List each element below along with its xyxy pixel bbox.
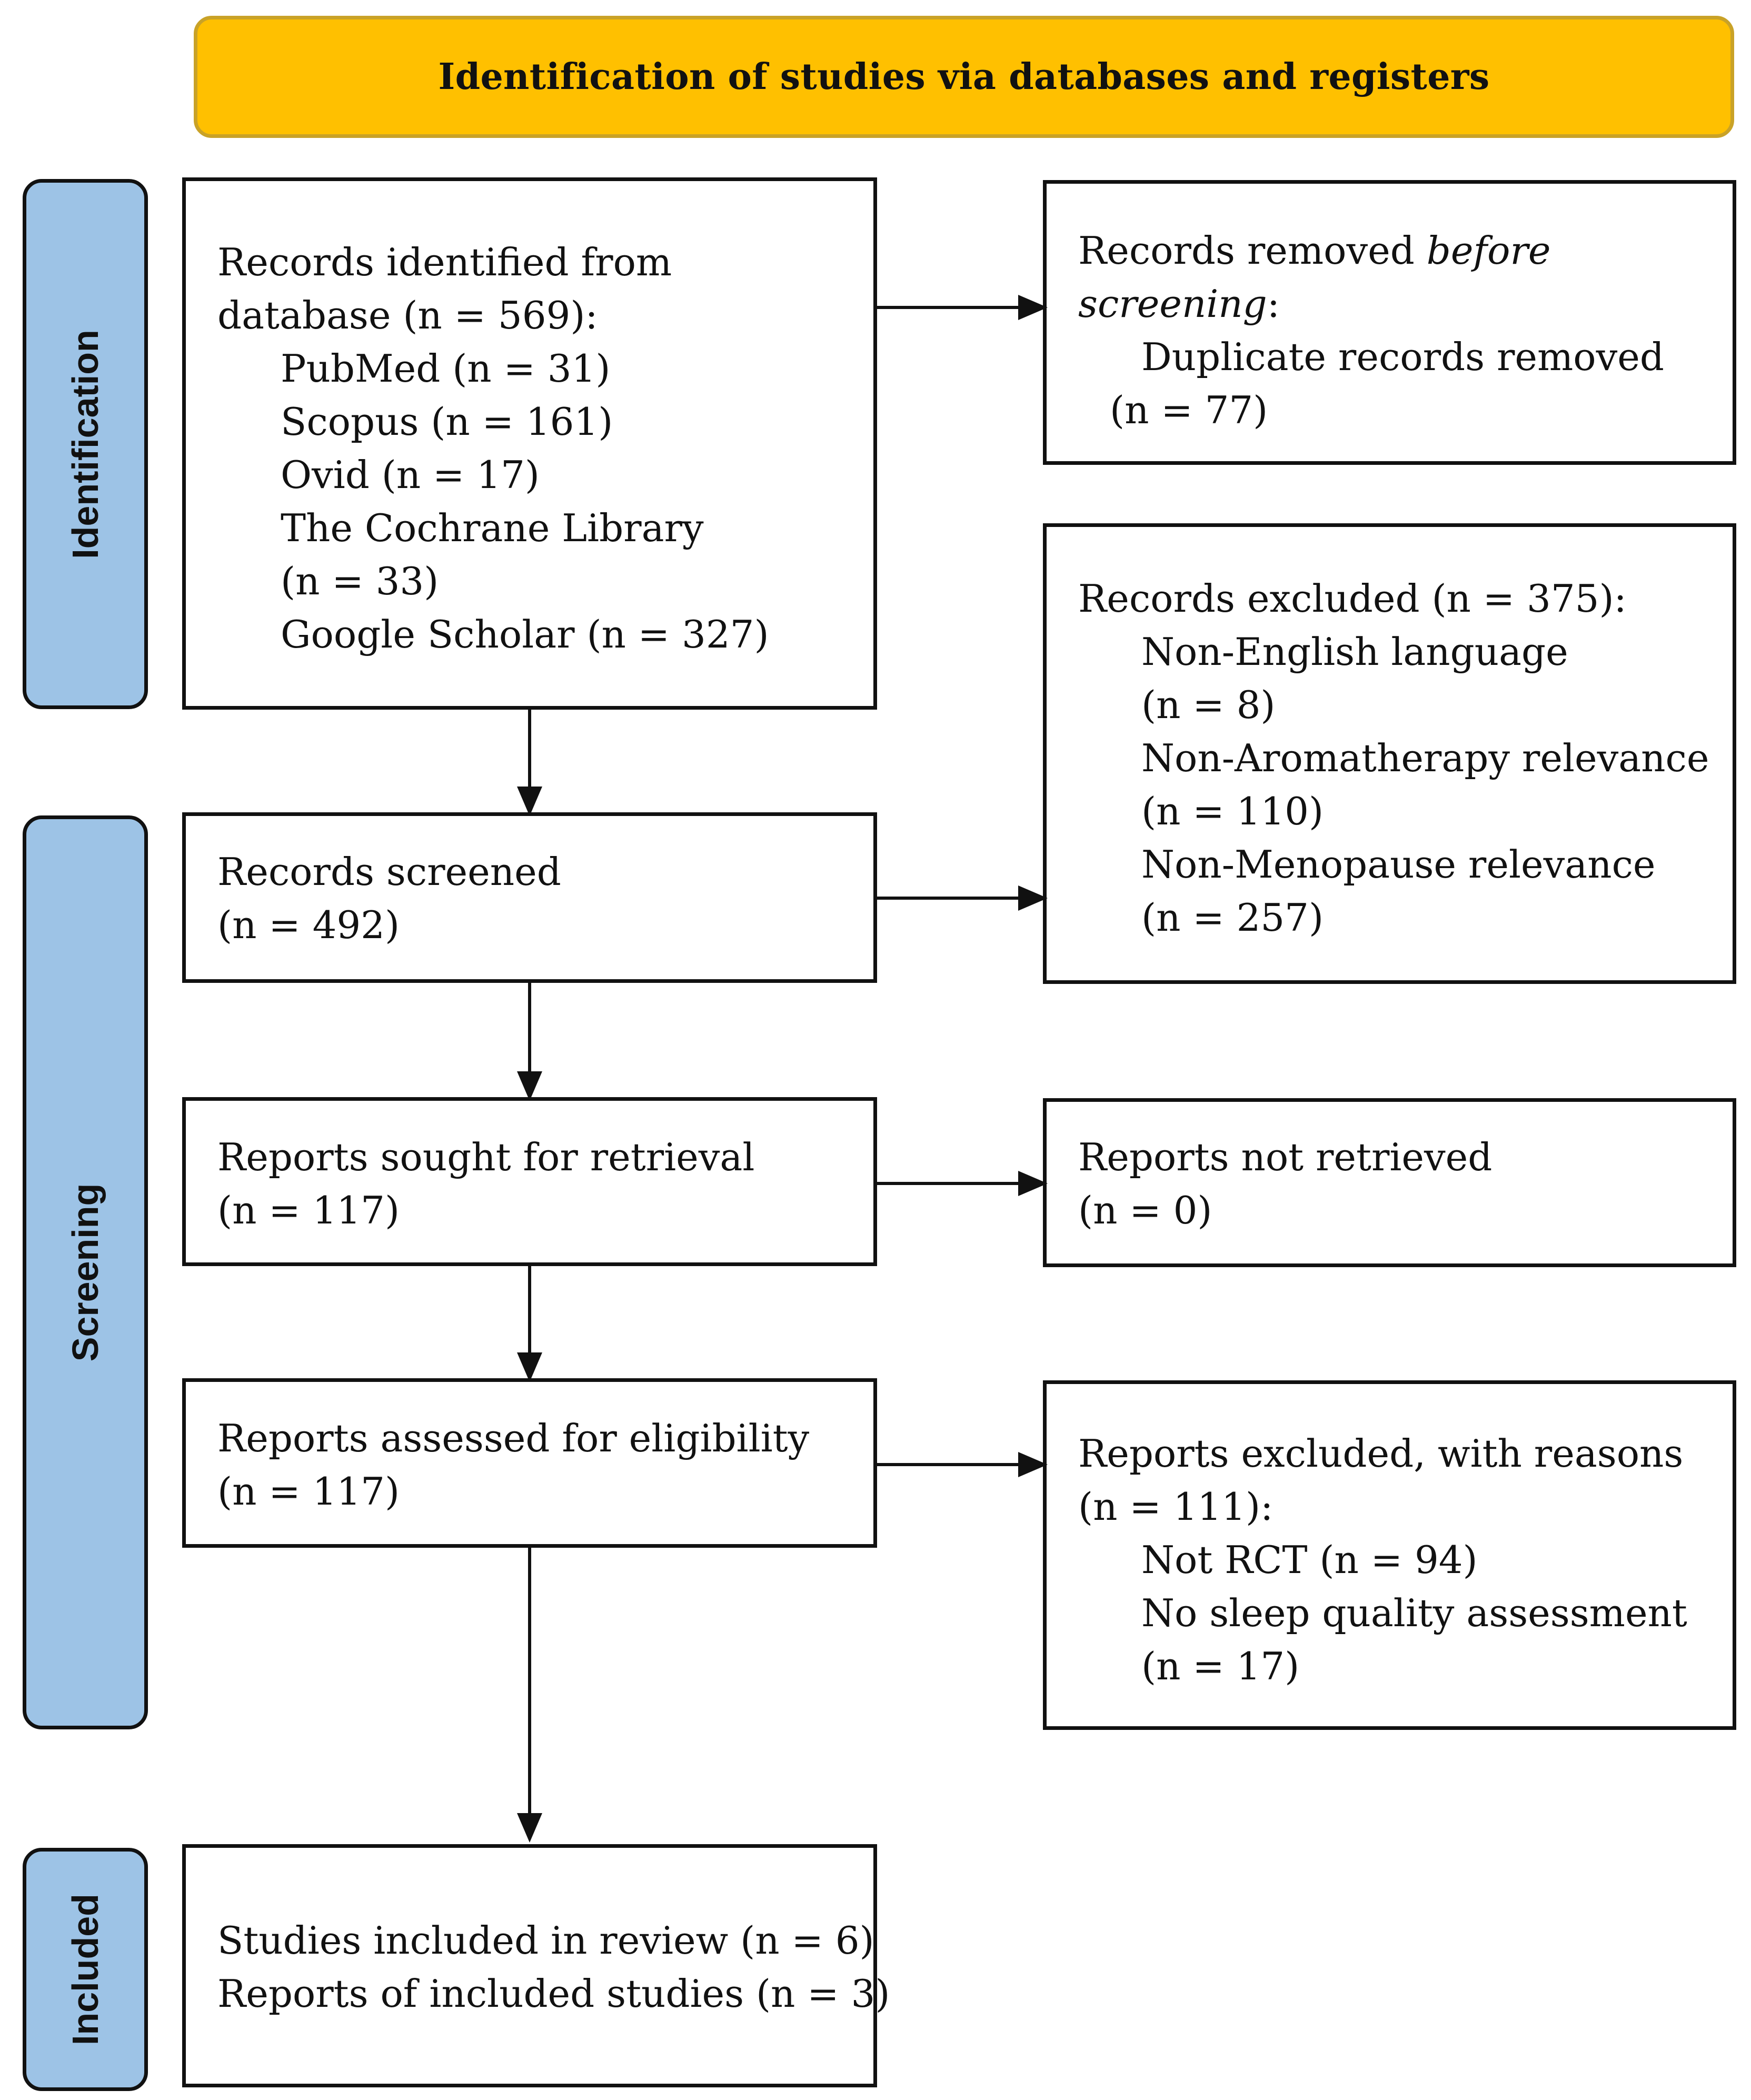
screened-line2: (n = 492) [217, 903, 400, 947]
source-cochrane-count: (n = 33) [281, 559, 439, 603]
source-cochrane: The Cochrane Library [281, 506, 704, 550]
removed-line1: Records removed before [1078, 224, 1733, 277]
reports-excluded-item-3: (n = 17) [1141, 1644, 1300, 1688]
arrowhead-excluded [1018, 885, 1048, 911]
arrowhead-screened [517, 787, 542, 816]
excluded-item-1: Non-English language [1141, 630, 1568, 674]
included-line2: Reports of included studies (n = 3) [217, 1972, 890, 2016]
header-banner: Identification of studies via databases … [194, 16, 1734, 138]
removed-line2: screening: [1078, 277, 1733, 331]
arrowhead-reports-excluded [1018, 1452, 1048, 1477]
box-records-removed: Records removed before screening: Duplic… [1043, 180, 1736, 465]
removed-item2: (n = 77) [1110, 388, 1268, 432]
identified-line2: database (n = 569): [217, 293, 598, 337]
reports-excluded-item-2: No sleep quality assessment [1141, 1591, 1687, 1635]
source-pubmed: PubMed (n = 31) [281, 346, 611, 391]
sought-line2: (n = 117) [217, 1188, 400, 1232]
not-retrieved-line2: (n = 0) [1078, 1188, 1212, 1232]
identified-line1: Records identified from [217, 240, 672, 284]
phase-identification: Identification [23, 179, 148, 709]
removed-italic2: screening [1078, 282, 1267, 326]
sought-line1: Reports sought for retrieval [217, 1135, 755, 1179]
assessed-line1: Reports assessed for eligibility [217, 1416, 810, 1460]
reports-excluded-item-1: Not RCT (n = 94) [1141, 1538, 1478, 1582]
box-studies-included: Studies included in review (n = 6) Repor… [182, 1844, 890, 2087]
removed-suffix: : [1267, 282, 1280, 326]
not-retrieved-line1: Reports not retrieved [1078, 1135, 1493, 1179]
arrowhead-included [517, 1813, 542, 1843]
excluded-item-3: Non-Aromatherapy relevance [1141, 736, 1709, 780]
source-scopus: Scopus (n = 161) [281, 400, 613, 444]
box-reports-not-retrieved: Reports not retrieved (n = 0) [1043, 1098, 1736, 1267]
arrowhead-sought [517, 1071, 542, 1101]
removed-item1: Duplicate records removed [1141, 335, 1664, 379]
excluded-item-2: (n = 8) [1141, 683, 1276, 727]
reports-excluded-line1: Reports excluded, with reasons [1078, 1431, 1684, 1476]
box-reports-assessed: Reports assessed for eligibility (n = 11… [182, 1378, 877, 1548]
arrowhead-assessed [517, 1352, 542, 1382]
box-reports-sought: Reports sought for retrieval (n = 117) [182, 1097, 877, 1266]
reports-excluded-line2: (n = 111): [1078, 1485, 1274, 1529]
phase-included: Included [23, 1848, 148, 2091]
excluded-item-6: (n = 257) [1141, 895, 1324, 940]
source-google-scholar: Google Scholar (n = 327) [281, 612, 769, 656]
included-line1: Studies included in review (n = 6) [217, 1918, 874, 1963]
excluded-item-5: Non-Menopause relevance [1141, 842, 1656, 887]
excluded-title: Records excluded (n = 375): [1078, 576, 1627, 621]
excluded-item-4: (n = 110) [1141, 789, 1324, 833]
arrowhead-removed [1018, 295, 1048, 320]
source-ovid: Ovid (n = 17) [281, 453, 540, 497]
phase-screening: Screening [23, 815, 148, 1729]
screened-line1: Records screened [217, 850, 561, 894]
header-title: Identification of studies via databases … [438, 56, 1490, 98]
box-reports-excluded: Reports excluded, with reasons (n = 111)… [1043, 1380, 1736, 1730]
assessed-line2: (n = 117) [217, 1469, 400, 1514]
arrowhead-not-retrieved [1018, 1171, 1048, 1196]
box-records-screened: Records screened (n = 492) [182, 812, 877, 983]
removed-prefix: Records removed [1078, 228, 1427, 273]
box-records-identified: Records identified from database (n = 56… [182, 177, 877, 710]
removed-italic1: before [1426, 228, 1551, 273]
box-records-excluded: Records excluded (n = 375): Non-English … [1043, 523, 1736, 984]
